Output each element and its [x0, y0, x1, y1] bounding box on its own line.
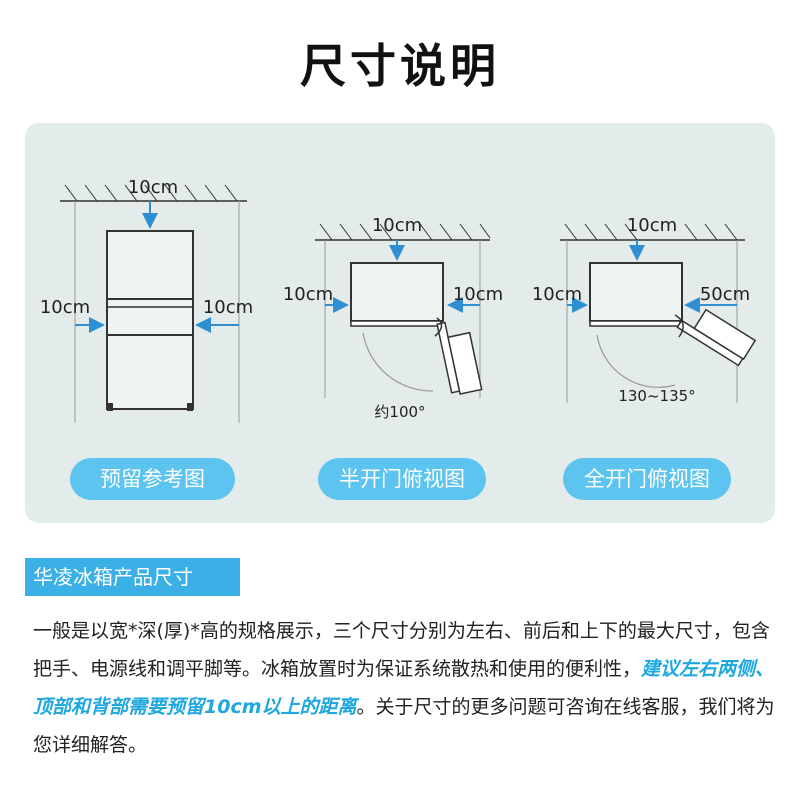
caption-reserve-reference: 预留参考图: [70, 458, 235, 500]
page-title: 尺寸说明: [300, 39, 500, 93]
section-title: 华凌冰箱产品尺寸: [25, 558, 240, 596]
right-gap-label: 10cm: [203, 297, 253, 318]
reserve-reference-diagram: 10cm 10cm 10cm: [40, 177, 253, 423]
half-open-top-view-diagram: 10cm 10cm 10cm 约100°: [283, 215, 503, 421]
description-text-1: 一般是以宽*深(厚)*高的规格展示，三个尺寸分别为左右、前后和上下的最大尺寸，包…: [33, 620, 770, 680]
dimension-diagrams-panel: 10cm 10cm 10cm: [25, 123, 775, 523]
full-open-top-view-diagram: 10cm 10cm 50cm 130~135°: [532, 215, 757, 405]
top-gap-label: 10cm: [128, 177, 178, 198]
angle-label: 130~135°: [618, 387, 695, 405]
caption-full-open-top-view: 全开门俯视图: [563, 458, 731, 500]
angle-label: 约100°: [374, 403, 425, 421]
top-gap-label: 10cm: [372, 215, 422, 236]
top-gap-label: 10cm: [627, 215, 677, 236]
caption-half-open-top-view: 半开门俯视图: [318, 458, 486, 500]
right-gap-label: 10cm: [453, 284, 503, 305]
description-paragraph: 一般是以宽*深(厚)*高的规格展示，三个尺寸分别为左右、前后和上下的最大尺寸，包…: [33, 612, 778, 764]
right-gap-label: 50cm: [700, 284, 750, 305]
left-gap-label: 10cm: [532, 284, 582, 305]
left-gap-label: 10cm: [40, 297, 90, 318]
description-highlight: 建议左右两侧、顶部和背部需要预留10cm以上的距离: [33, 658, 775, 718]
description-text-2: 。关于尺寸的更多问题可咨询在线客服，我们将为您详细解答。: [33, 696, 775, 756]
left-gap-label: 10cm: [283, 284, 333, 305]
diagrams-svg: 10cm 10cm 10cm: [40, 177, 757, 423]
